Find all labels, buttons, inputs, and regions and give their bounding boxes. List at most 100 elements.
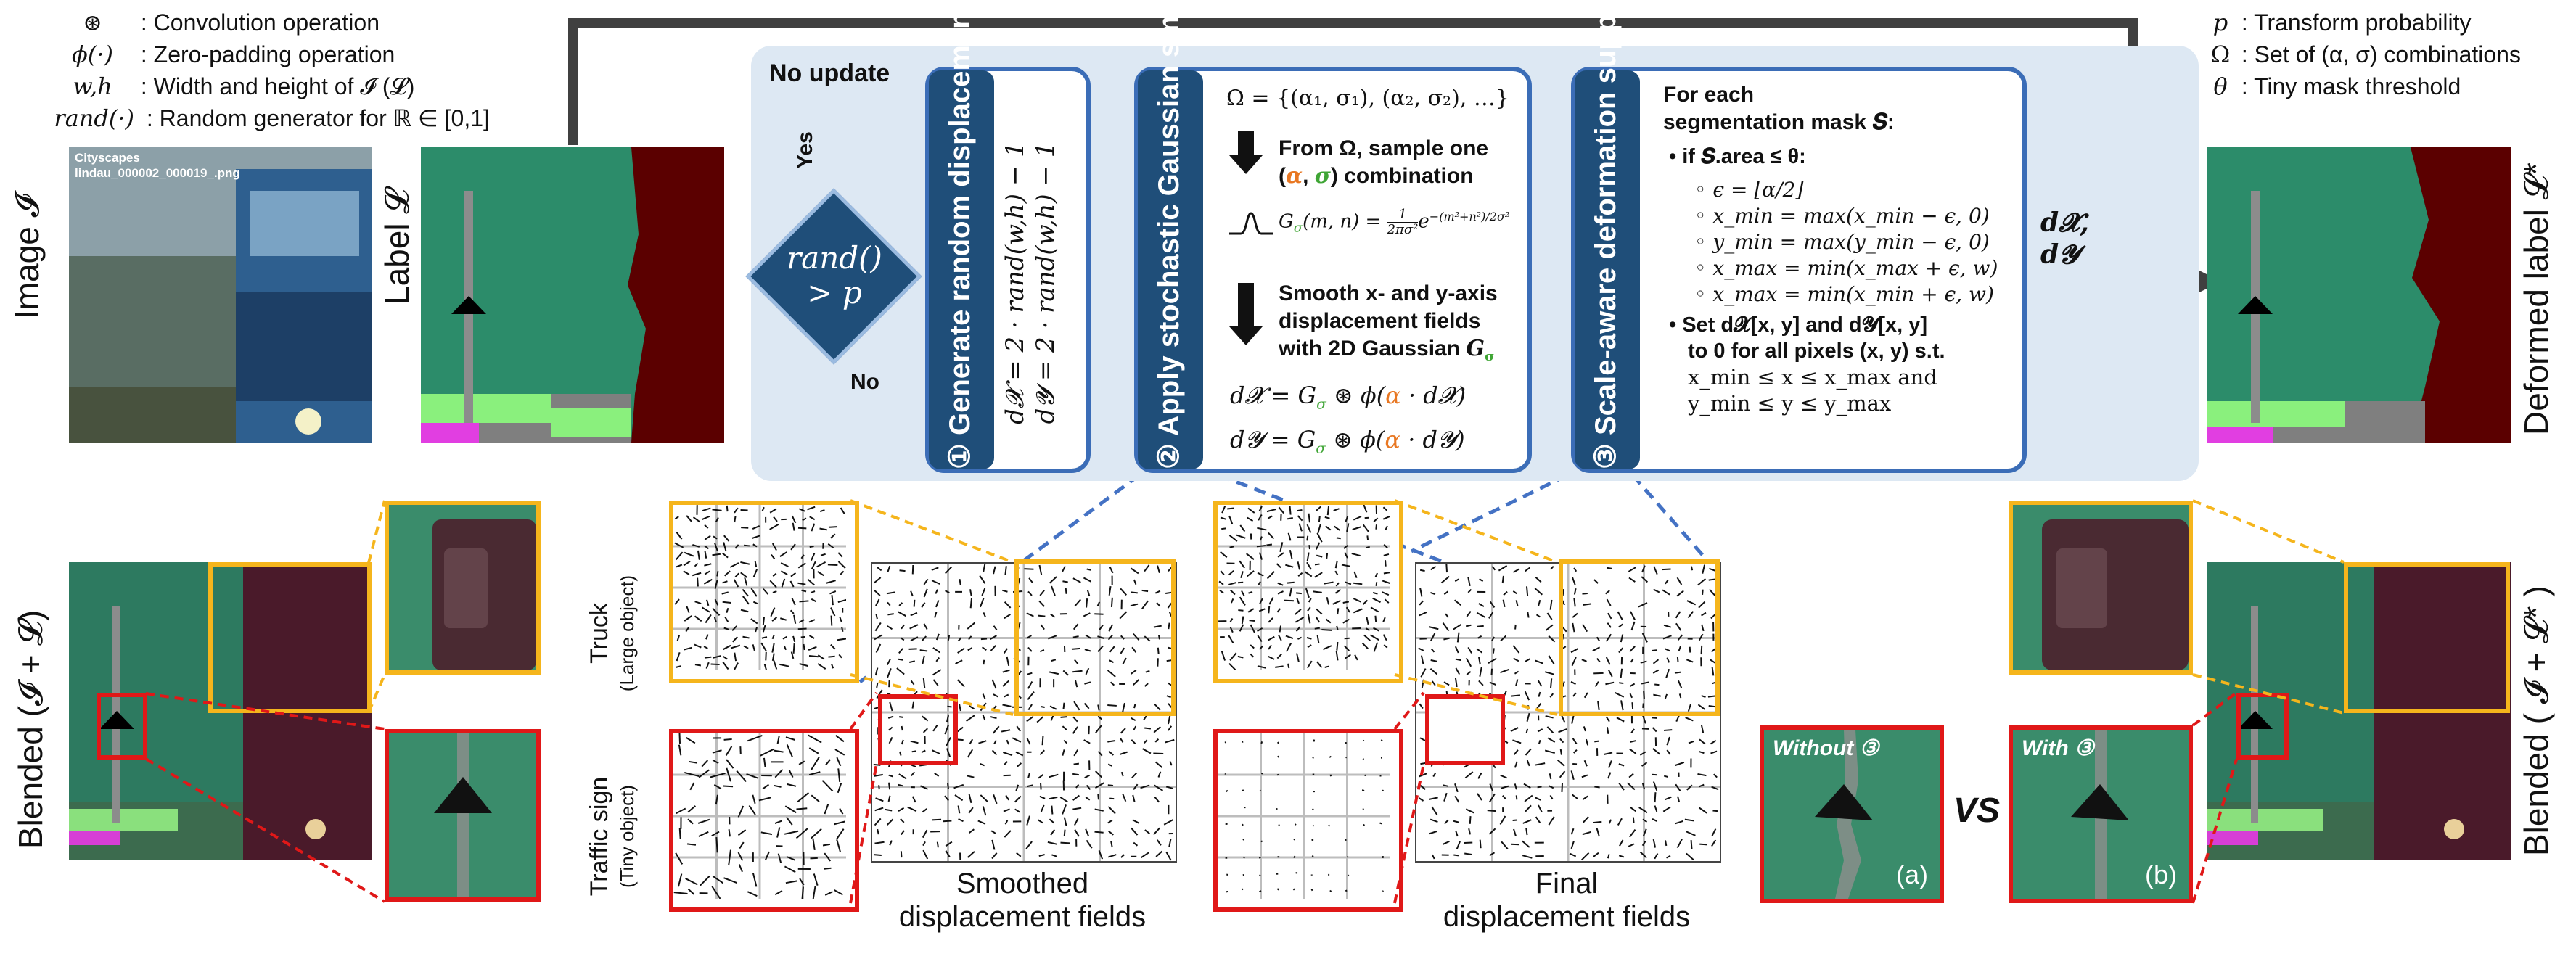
displacement-vector <box>913 599 916 607</box>
displacement-vector <box>959 579 961 585</box>
displacement-vector <box>1443 784 1448 787</box>
segmentation-map <box>421 147 724 443</box>
displacement-vector <box>813 873 819 886</box>
displacement-vector <box>1307 660 1313 669</box>
displacement-vector <box>694 643 702 649</box>
displacement-vector <box>1525 658 1531 662</box>
displacement-vector <box>1527 612 1530 618</box>
displacement-vector <box>683 570 690 575</box>
displacement-vector <box>944 724 949 735</box>
displacement-vector <box>1157 771 1162 778</box>
displacement-vector <box>1144 635 1151 642</box>
displacement-vector <box>921 749 926 754</box>
displacement-vector <box>1629 693 1633 699</box>
displacement-vector <box>1537 786 1542 789</box>
displacement-vector <box>1038 564 1043 575</box>
displacement-vector <box>1372 597 1381 604</box>
displacement-vector <box>812 886 816 902</box>
displacement-vector <box>1499 815 1506 826</box>
displacement-vector <box>835 735 845 743</box>
displacement-vector <box>1488 793 1496 803</box>
displacement-vector <box>1107 819 1113 824</box>
smooth-line3: with 2D Gaussian Gσ <box>1279 335 1498 371</box>
displacement-vector <box>785 880 797 884</box>
eq-dy-g: G <box>1297 426 1316 454</box>
displacement-vector <box>1279 542 1284 553</box>
displacement-vector <box>830 643 836 650</box>
eq-dy-alpha: α <box>1385 426 1401 454</box>
displacement-vector <box>910 636 919 642</box>
displacement-vector <box>798 760 805 765</box>
displacement-vector <box>991 839 996 850</box>
displacement-vector <box>1083 612 1091 617</box>
displacement-vector <box>967 647 973 651</box>
displacement-vector <box>1014 795 1022 803</box>
displacement-vector <box>1429 633 1436 641</box>
step3-box <box>1571 67 2027 473</box>
displacement-vector <box>808 734 822 744</box>
displacement-vector <box>1477 772 1482 779</box>
displacement-vector <box>1548 655 1555 665</box>
displacement-vector <box>1583 692 1588 699</box>
displacement-vector <box>792 635 796 643</box>
displacement-vector <box>1465 624 1472 627</box>
displacement-vector <box>1353 598 1361 603</box>
displacement-vector <box>1382 890 1384 892</box>
displacement-vector <box>1630 611 1636 620</box>
displacement-vector <box>1153 625 1162 628</box>
displacement-vector <box>1618 647 1624 654</box>
displacement-vector <box>1653 693 1661 697</box>
displacement-vector <box>1698 633 1704 641</box>
displacement-vector <box>1664 796 1672 801</box>
displacement-vector <box>1094 831 1104 834</box>
displacement-vector <box>1268 532 1275 540</box>
vs-label: VS <box>1953 791 2001 830</box>
displacement-vector <box>1665 579 1669 585</box>
displacement-vector <box>1382 617 1386 622</box>
displacement-vector <box>1570 680 1576 686</box>
with-step3-label: With ③ <box>2022 736 2094 760</box>
displacement-vector <box>1060 841 1070 844</box>
displacement-vector <box>1467 646 1472 654</box>
down-arrow-stem-2 <box>1238 283 1254 328</box>
displacement-vector <box>1428 797 1438 801</box>
displacement-vector <box>837 598 847 604</box>
displacement-vector <box>1477 793 1482 801</box>
legend-row-transform-prob: p : Transform probability <box>2206 9 2472 36</box>
step3-line2: segmentation mask 𝑺: <box>1663 110 1895 134</box>
displacement-vector <box>711 886 721 900</box>
displacement-vector <box>1641 565 1646 573</box>
displacement-vector <box>1666 855 1671 859</box>
displacement-vector <box>1570 648 1578 654</box>
displacement-vector <box>692 516 701 523</box>
displacement-vector <box>1489 601 1496 609</box>
displacement-vector <box>678 744 682 756</box>
displacement-vector <box>1006 656 1010 667</box>
displacement-vector <box>1419 588 1423 597</box>
displacement-vector <box>1266 508 1276 513</box>
displacement-vector <box>889 701 893 712</box>
displacement-vector <box>1285 635 1294 640</box>
displacement-vector <box>1107 805 1116 815</box>
displacement-vector <box>1154 738 1160 743</box>
displacement-vector <box>1168 622 1170 630</box>
displacement-vector <box>712 553 721 556</box>
displacement-vector <box>738 864 743 873</box>
displacement-vector <box>1697 704 1705 710</box>
displacement-vector <box>1167 646 1173 650</box>
displacement-vector <box>1324 665 1330 668</box>
displacement-vector <box>1316 506 1321 511</box>
displacement-vector <box>990 716 997 720</box>
displacement-vector <box>734 507 739 514</box>
smoothed-dy-eq: d𝓨 = Gσ ⊛ ϕ(α · d𝓨) <box>1230 421 1466 466</box>
displacement-vector <box>827 543 834 549</box>
displacement-vector <box>1131 669 1137 675</box>
displacement-vector <box>1535 797 1541 801</box>
displacement-vector <box>887 601 891 606</box>
displacement-vector <box>1443 637 1450 641</box>
displacement-vector <box>1618 783 1625 791</box>
displacement-vector <box>676 634 681 641</box>
displacement-vector <box>1086 839 1093 849</box>
displacement-vector <box>1362 599 1369 605</box>
displacement-vector <box>1026 738 1031 745</box>
